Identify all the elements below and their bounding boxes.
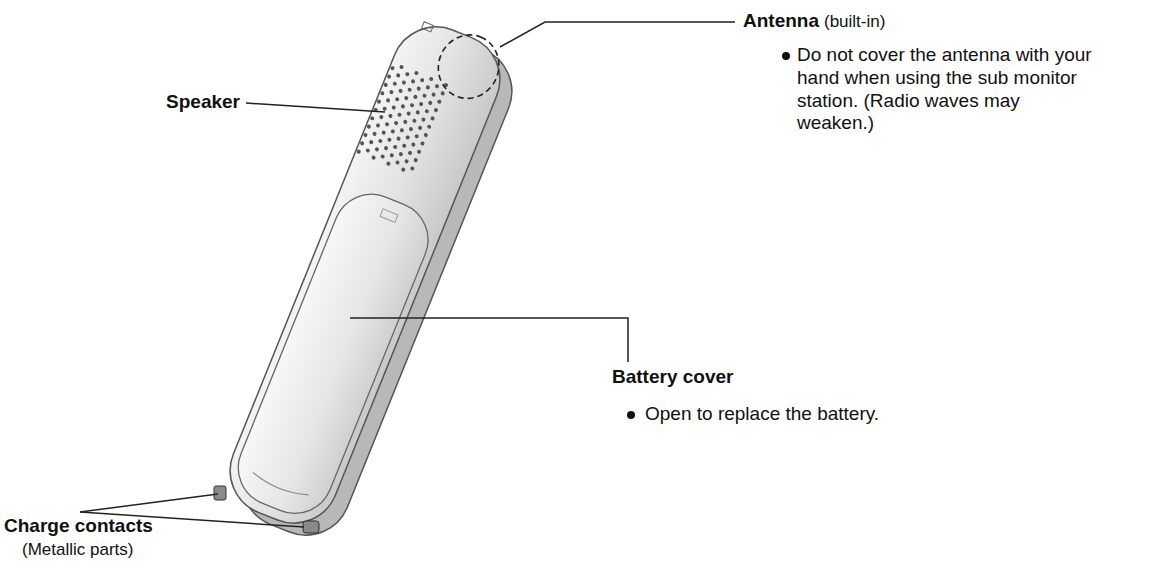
speaker-grille: [356, 61, 449, 175]
bullet: [627, 411, 635, 419]
part-label: Antenna: [743, 10, 819, 33]
charge-contact: [303, 521, 319, 533]
part-note: Open to replace the battery.: [645, 403, 879, 426]
antenna-area: [429, 26, 509, 108]
leader-lines: [80, 22, 735, 527]
part-label: Speaker: [166, 91, 240, 114]
part-label: Battery cover: [612, 366, 733, 389]
caution-note: Do not cover the antenna with your hand …: [797, 44, 1097, 135]
part-label: Charge contacts: [4, 515, 153, 538]
charge-contact: [214, 486, 226, 500]
bullet: [782, 52, 790, 60]
part-note: (Metallic parts): [22, 540, 133, 560]
handset-body: [217, 10, 515, 537]
battery-cover: [227, 183, 440, 525]
part-note: (built-in): [824, 12, 885, 32]
